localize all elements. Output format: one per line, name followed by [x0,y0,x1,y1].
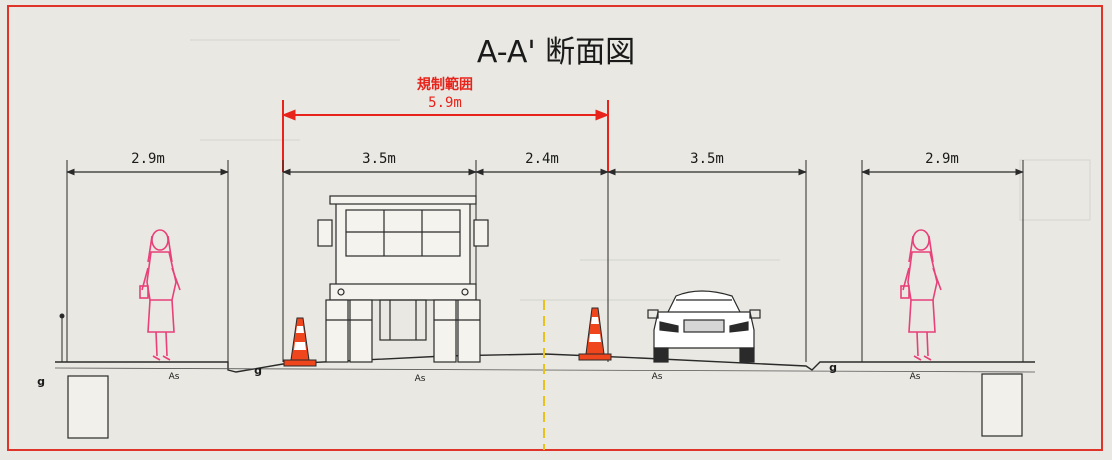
utility-box-right [981,373,1023,437]
background-texture [190,39,1091,301]
dim-label-lane-1: 3.5m [362,151,396,167]
dim-label-lane-2: 2.4m [525,151,559,167]
traffic-cone-icon-right [578,307,612,361]
extension-lines [66,160,1024,362]
surface-label-right-sidewalk: As [910,372,921,382]
utility-box-left [67,375,109,439]
dim-label-right-sidewalk: 2.9m [925,151,959,167]
post-icon [59,313,65,362]
diagram-title: A-A' 断面図 [477,35,635,70]
curb-label-left-outer: g [37,375,45,388]
regulation-range: 規制範囲 5.9m [281,76,610,172]
traffic-cone-icon-left [283,317,317,367]
surface-label-road: As [415,374,426,384]
regulation-label: 規制範囲 [417,76,473,93]
dump-truck-icon [317,195,489,363]
car-icon [647,290,761,363]
surface-label-road-right: As [652,372,663,382]
curb-label-left-inner: g [254,364,262,377]
pedestrian-icon-right [900,229,942,361]
curb-label-right-inner: g [829,361,837,374]
surface-label-left-sidewalk: As [169,372,180,382]
pedestrian-icon-left [139,229,181,361]
dim-label-lane-3: 3.5m [690,151,724,167]
regulation-width: 5.9m [428,95,462,111]
frame-border [7,5,1103,451]
dim-label-left-sidewalk: 2.9m [131,151,165,167]
